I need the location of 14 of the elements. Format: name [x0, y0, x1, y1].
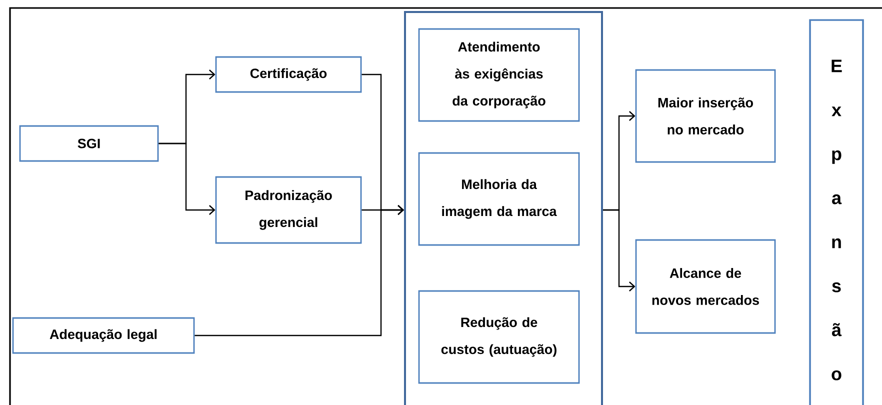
- process-box: SGI: [19, 125, 159, 162]
- process-box: Maior inserção no mercado: [635, 69, 776, 163]
- arrow: [194, 205, 404, 336]
- process-box: Alcance de novos mercados: [635, 239, 776, 334]
- arrow: [158, 142, 216, 215]
- process-box: Redução de custos (autuação): [418, 290, 580, 384]
- process-box: Padronização gerencial: [215, 176, 362, 244]
- process-box: Adequação legal: [12, 317, 195, 354]
- arrow: [603, 209, 636, 292]
- process-box: Certificação: [215, 56, 362, 93]
- expansion-box: Expansão: [809, 19, 864, 405]
- container-box: [404, 11, 603, 405]
- process-box: Atendimento às exigências da corporação: [418, 28, 580, 122]
- process-box: Melhoria da imagem da marca: [418, 152, 580, 246]
